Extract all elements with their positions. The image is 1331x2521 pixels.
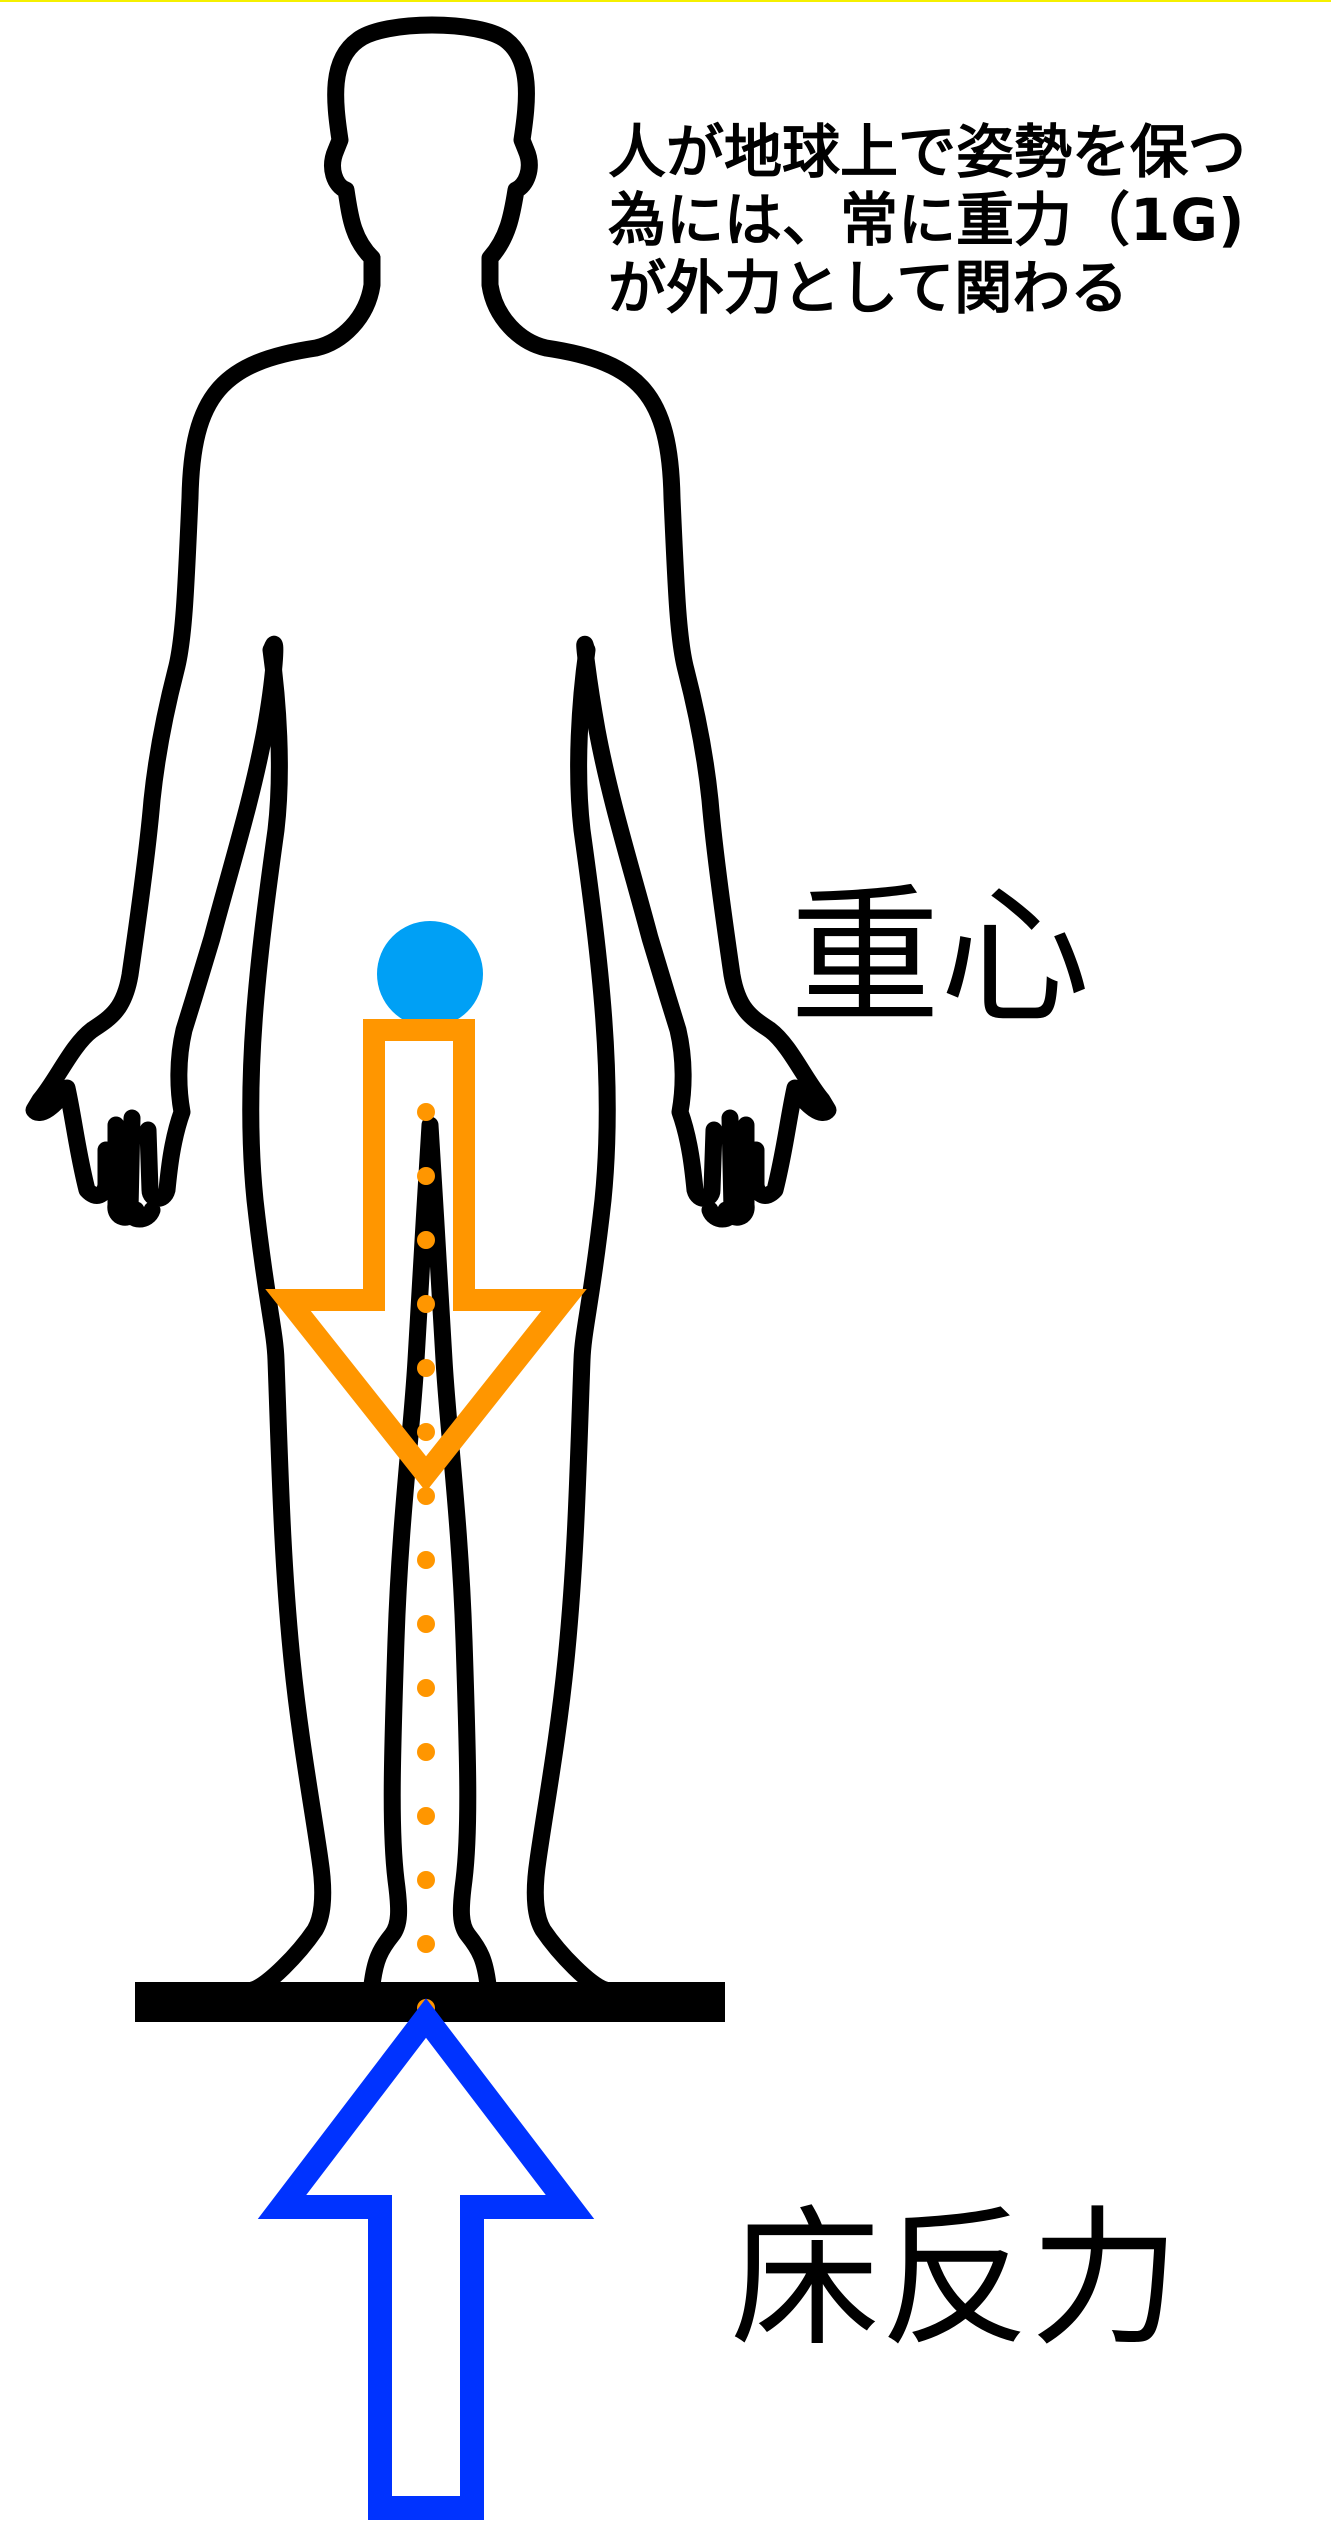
caption-line-3: が外力として関わる — [608, 254, 1328, 322]
caption-line-2: 為には、常に重力（1G) — [608, 186, 1328, 254]
ground-reaction-arrow — [282, 2018, 570, 2508]
center-of-gravity-dot — [377, 921, 483, 1027]
caption-line-1: 人が地球上で姿勢を保つ — [608, 118, 1328, 186]
left-body-outline — [34, 258, 372, 1219]
caption: 人が地球上で姿勢を保つ 為には、常に重力（1G) が外力として関わる — [608, 118, 1328, 322]
center-of-gravity-label: 重心 — [790, 868, 1090, 1048]
line-of-gravity — [417, 1103, 435, 2017]
ground-reaction-force-label: 床反力 — [730, 2190, 1180, 2370]
